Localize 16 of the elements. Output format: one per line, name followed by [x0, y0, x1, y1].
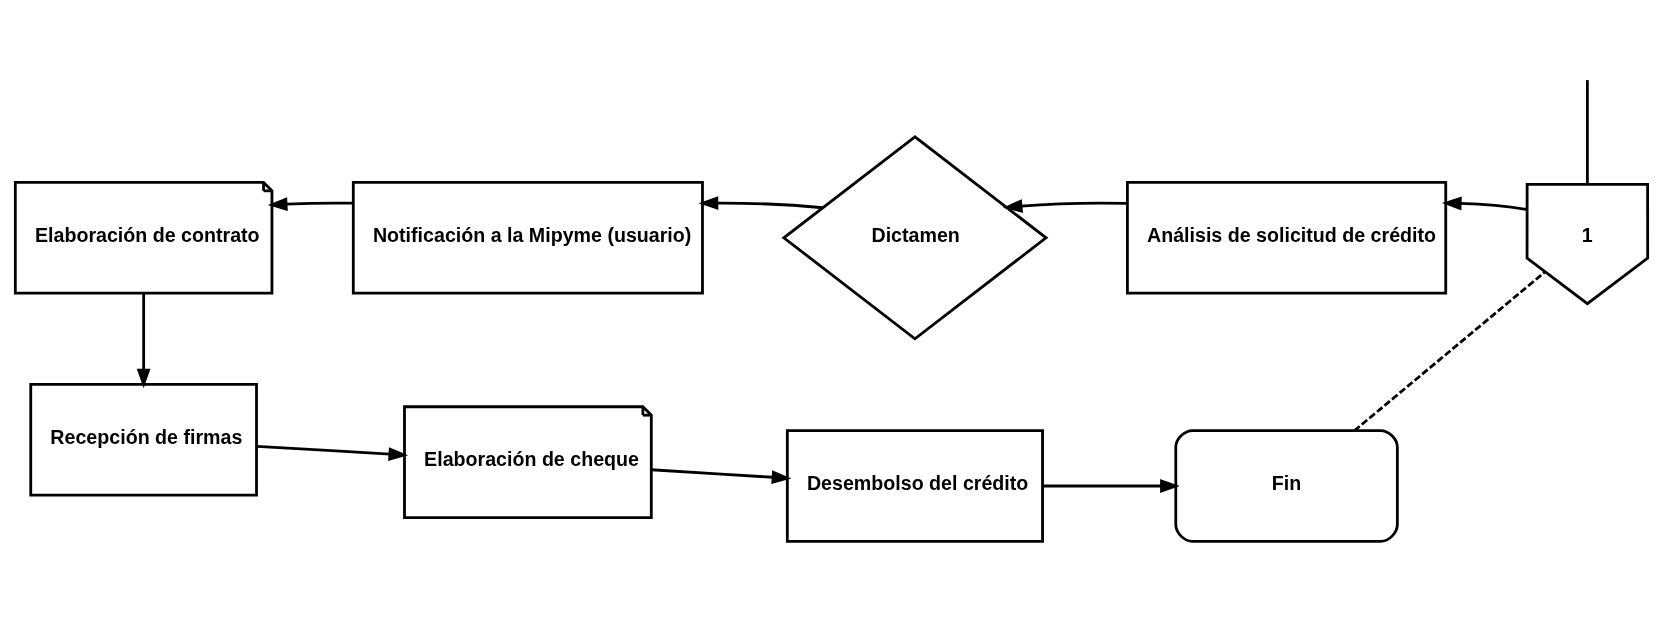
node-box: Desembolso del crédito: [785, 429, 1044, 543]
node-box: Recepción de firmas: [29, 382, 258, 497]
arrow: [136, 293, 151, 389]
node-box: Análisis de solicitud de crédito: [1126, 181, 1448, 295]
arrow: [267, 197, 354, 211]
arrow: [256, 444, 409, 461]
arrow: [651, 468, 792, 485]
node-box: Notificación a la Mipyme (usuario): [351, 181, 704, 295]
connector: [1586, 80, 1589, 184]
node-diamond: Dictamen: [781, 135, 1049, 341]
arrow: [698, 196, 823, 210]
node-box: Fin: [1174, 429, 1399, 543]
arrow: [1002, 199, 1128, 213]
arrow: [1042, 479, 1180, 493]
arrow: [1441, 196, 1527, 211]
connector: [1353, 270, 1546, 432]
